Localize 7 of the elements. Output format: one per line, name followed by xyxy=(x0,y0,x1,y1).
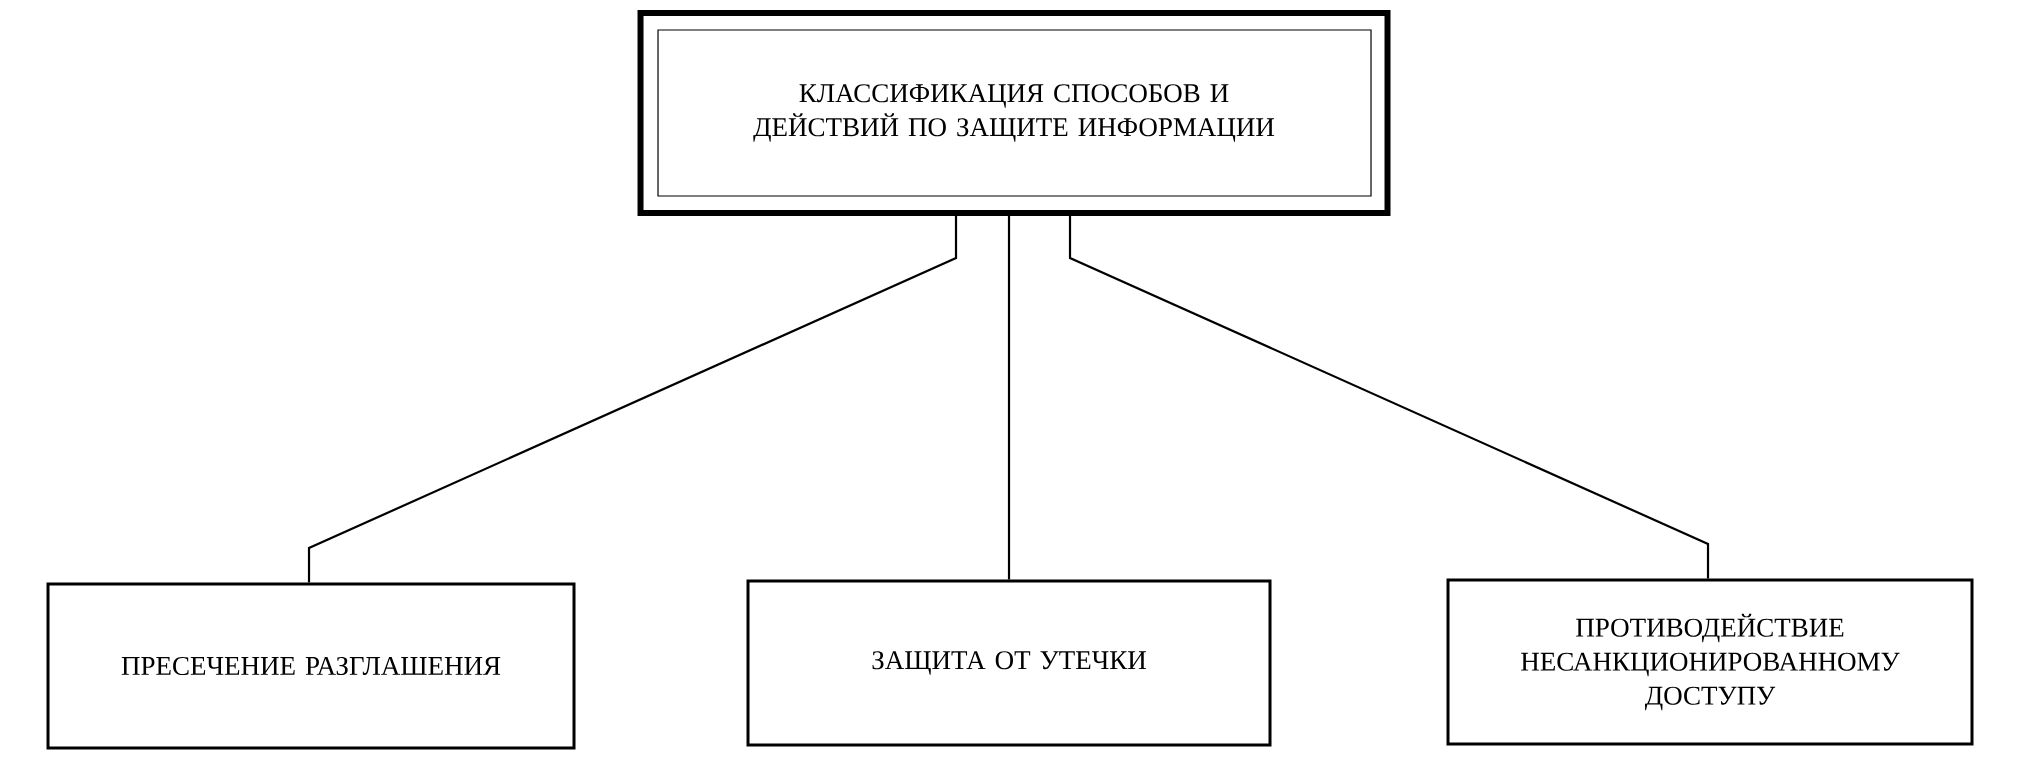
connector-line xyxy=(1068,216,1710,579)
category-box: ПРОТИВОДЕЙСТВИЕ НЕСАНКЦИОНИРОВАННОМУ ДОСТУПУ xyxy=(1446,578,1974,746)
title-box: КЛАССИФИКАЦИЯ СПОСОБОВ И ДЕЙСТВИЙ ПО ЗАЩИТЕ ИНФОРМАЦИИ xyxy=(637,10,1391,216)
category-box: ЗАЩИТА ОТ УТЕЧКИ xyxy=(746,579,1272,747)
connector-line xyxy=(1007,216,1011,580)
category-box: ПРЕСЕЧЕНИЕ РАЗГЛАШЕНИЯ xyxy=(46,582,576,750)
connector-line xyxy=(307,216,958,583)
